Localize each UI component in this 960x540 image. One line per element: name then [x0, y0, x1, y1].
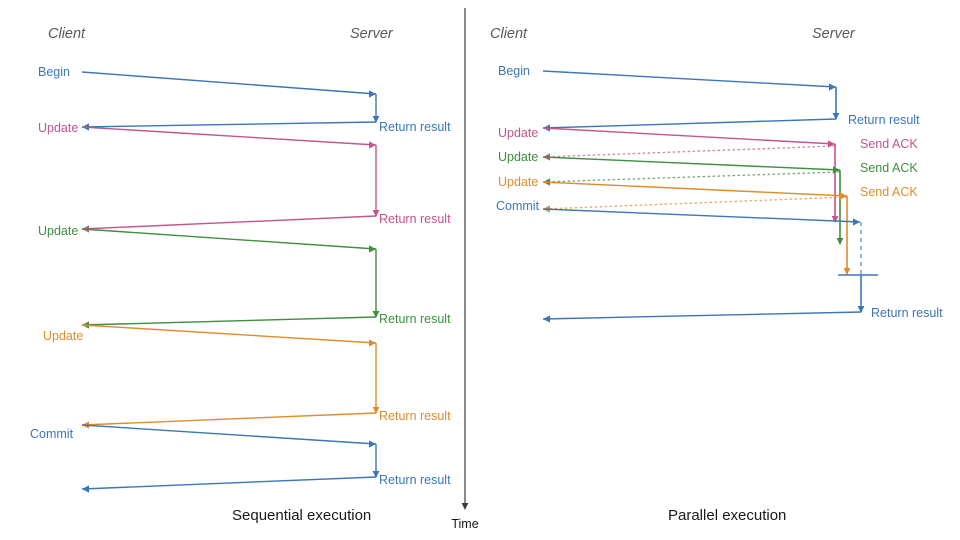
arrowhead — [543, 315, 550, 323]
arrowhead — [372, 407, 380, 414]
message-arrow-reply — [81, 121, 377, 128]
message-arrow-reply — [81, 412, 377, 426]
message-label: Return result — [871, 306, 943, 320]
arrowhead — [372, 210, 380, 217]
message-label: Send ACK — [860, 137, 918, 151]
message-arrow-reply — [81, 316, 377, 326]
panel-caption-sequential: Sequential execution — [232, 507, 371, 524]
message-label: Update — [498, 175, 538, 189]
time-axis: Time — [451, 8, 479, 531]
lane-header-server-sequential: Server — [350, 26, 394, 42]
message-arrow-reply — [542, 171, 841, 183]
message-label: Update — [43, 329, 83, 343]
arrowhead — [369, 440, 376, 448]
arrowhead — [372, 471, 380, 478]
arrowhead — [832, 113, 840, 120]
message-arrow-request — [542, 156, 841, 171]
message-arrow-reply — [542, 118, 837, 129]
arrowhead — [829, 83, 836, 91]
message-arrow-reply — [542, 196, 848, 210]
message-label: Return result — [379, 120, 451, 134]
arrowhead — [836, 238, 844, 245]
arrowhead — [831, 216, 839, 223]
arrowhead — [369, 339, 376, 347]
arrowhead — [843, 268, 851, 275]
lane-header-client-sequential: Client — [48, 26, 86, 42]
arrowhead — [369, 245, 376, 253]
arrowhead — [82, 485, 89, 493]
message-label: Commit — [496, 199, 540, 213]
message-label: Return result — [379, 473, 451, 487]
message-arrow-reply — [542, 311, 862, 320]
message-label: Return result — [379, 212, 451, 226]
panel-caption-parallel: Parallel execution — [668, 507, 786, 524]
message-label: Update — [498, 126, 538, 140]
time-axis-label: Time — [451, 517, 478, 531]
message-arrow-request — [542, 127, 836, 145]
message-label: Update — [38, 224, 78, 238]
message-label: Send ACK — [860, 185, 918, 199]
message-arrow-reply — [542, 145, 836, 158]
message-arrow-reply — [81, 476, 377, 490]
arrowhead — [857, 306, 865, 313]
lane-header-client-parallel: Client — [490, 26, 528, 42]
arrowhead — [369, 141, 376, 149]
message-label: Return result — [379, 409, 451, 423]
lane-header-server-parallel: Server — [812, 26, 856, 42]
message-label: Begin — [38, 65, 70, 79]
arrowhead — [461, 503, 469, 510]
message-label: Return result — [848, 113, 920, 127]
message-arrow-request — [542, 70, 837, 88]
message-label: Update — [498, 150, 538, 164]
message-arrow-request — [81, 324, 377, 344]
message-arrow-request — [81, 126, 377, 146]
message-label: Send ACK — [860, 161, 918, 175]
message-label: Return result — [379, 312, 451, 326]
message-label: Begin — [498, 64, 530, 78]
arrowhead — [853, 218, 860, 226]
message-arrow-request — [542, 181, 848, 197]
message-arrow-request — [81, 228, 377, 250]
message-arrow-request — [81, 424, 377, 445]
arrowhead — [369, 90, 376, 98]
message-label: Update — [38, 121, 78, 135]
message-arrow-reply — [81, 215, 377, 230]
arrowhead — [372, 116, 380, 123]
arrowhead — [372, 311, 380, 318]
message-label: Commit — [30, 427, 74, 441]
arrowhead — [840, 192, 847, 200]
message-arrow-request — [81, 71, 377, 95]
message-arrow-request — [542, 208, 861, 223]
